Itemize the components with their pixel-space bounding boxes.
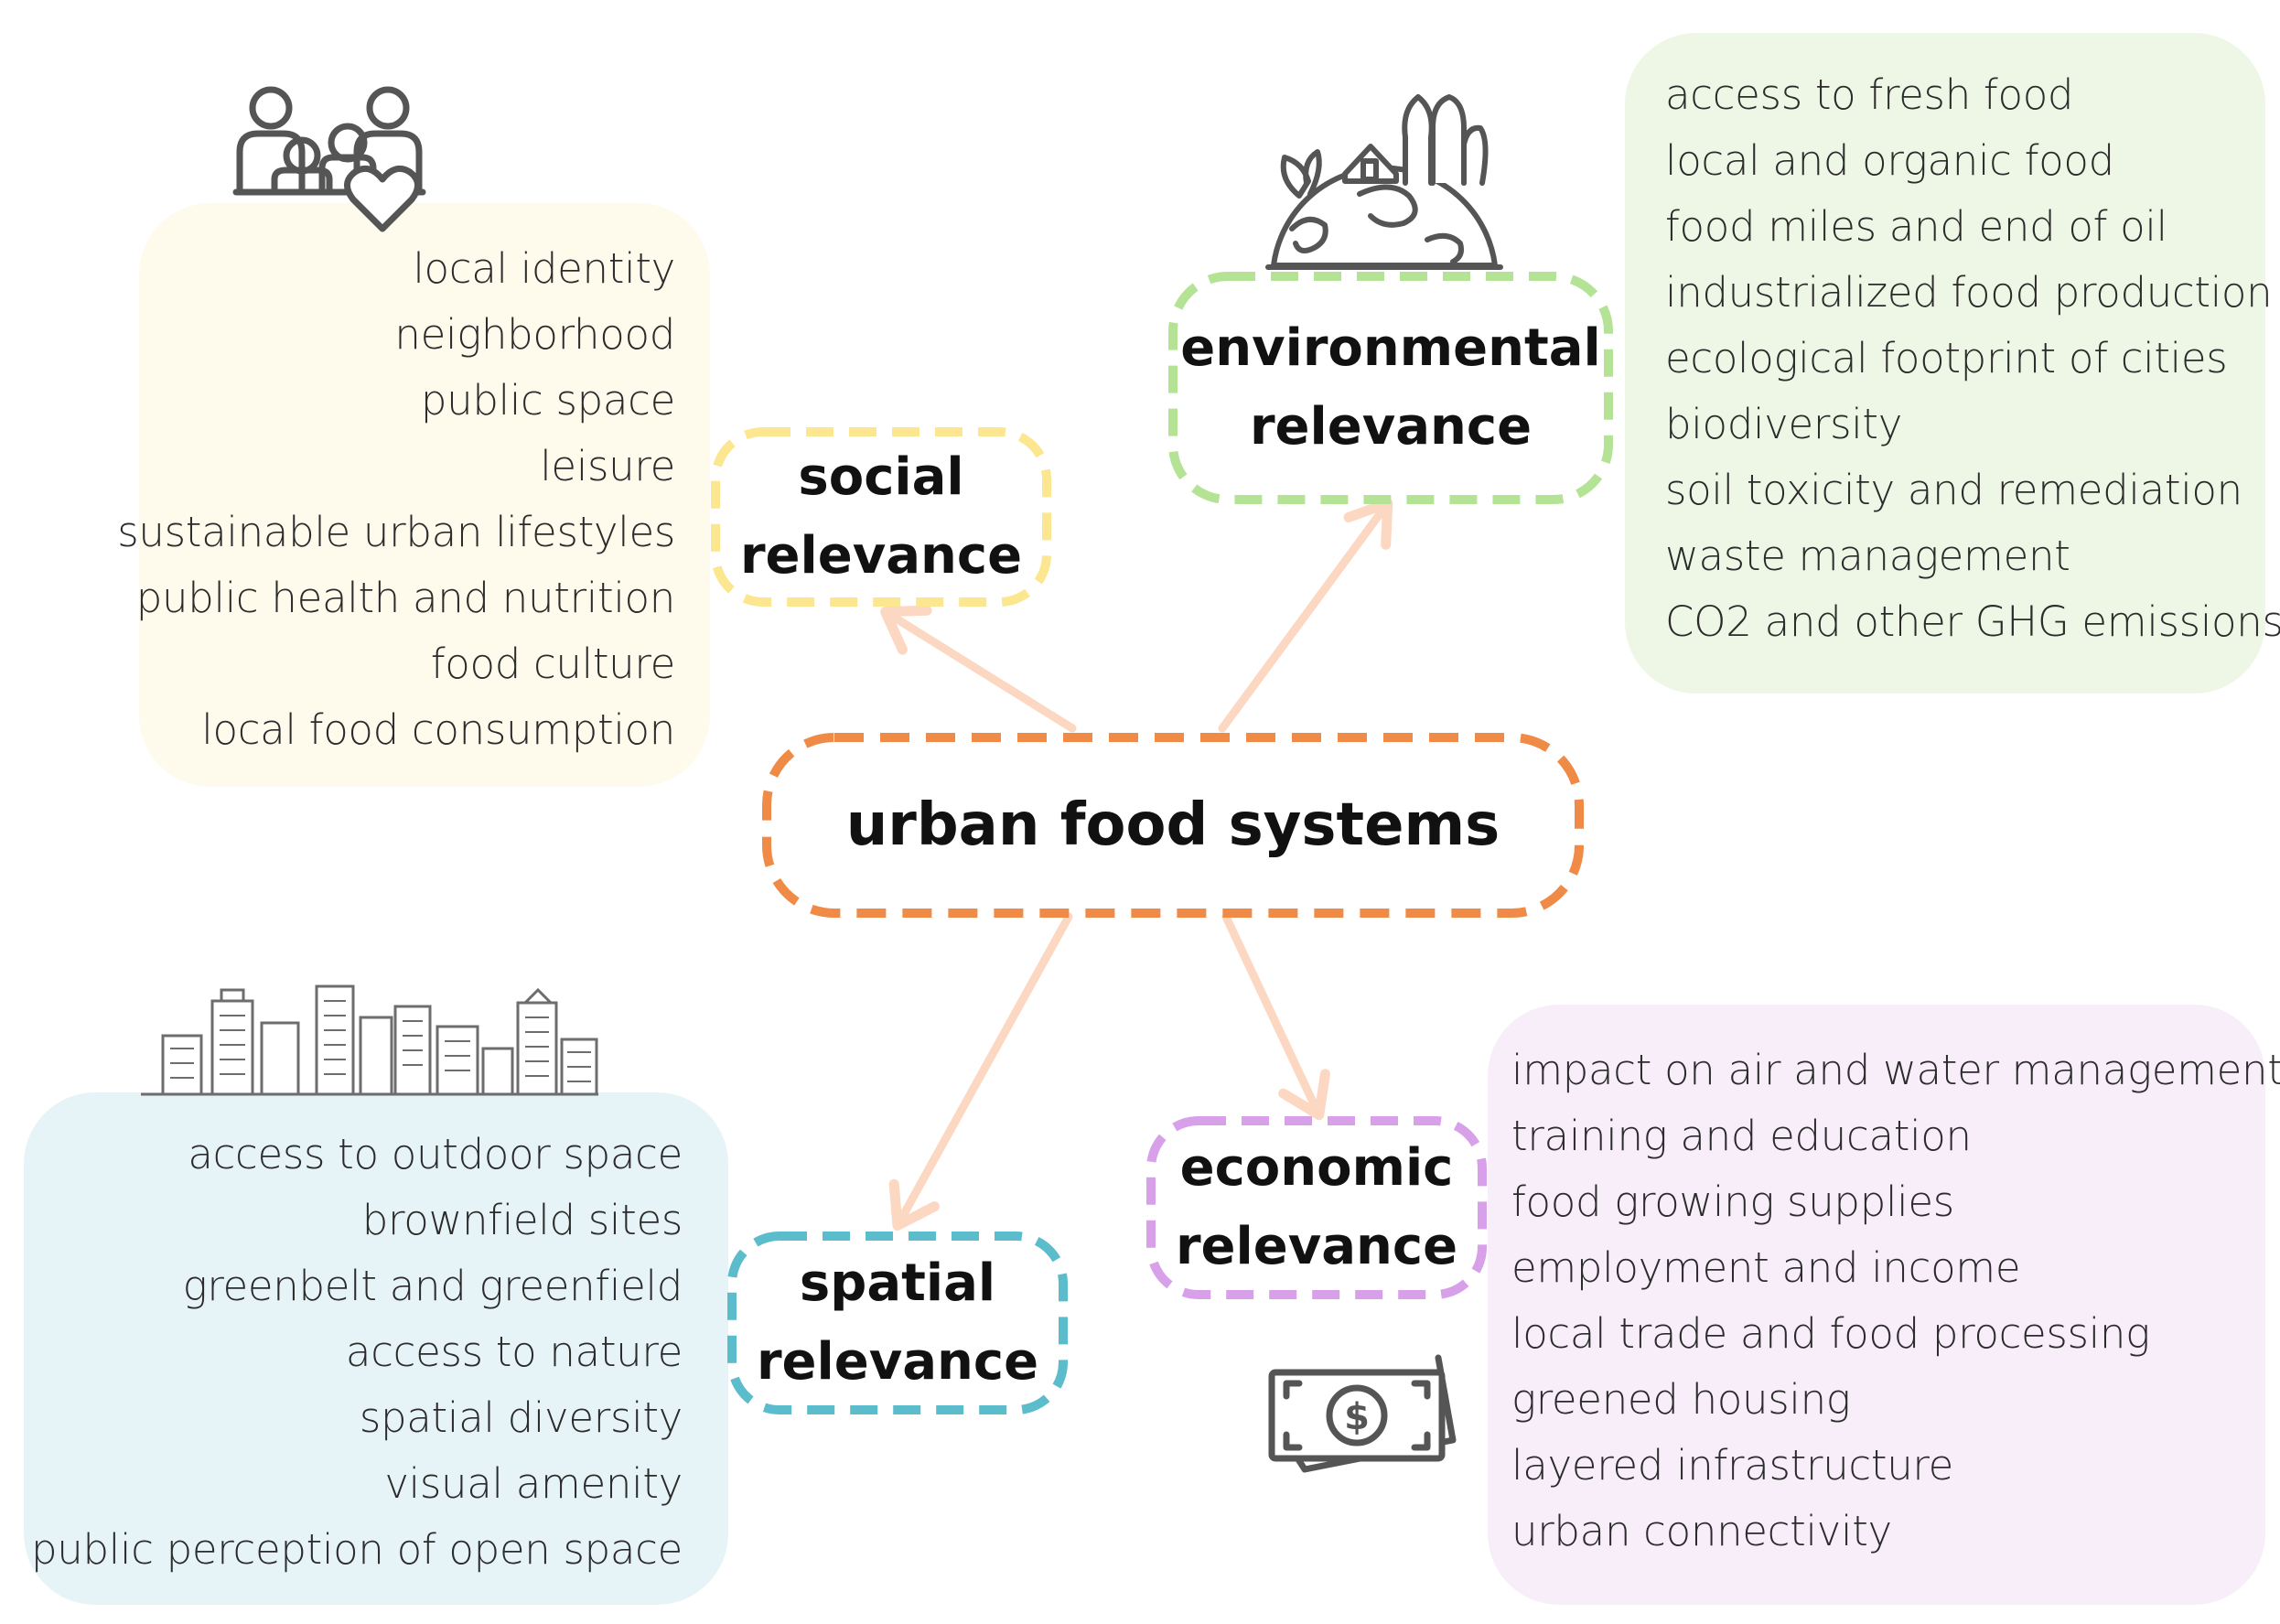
list-item: employment and income: [1511, 1243, 2021, 1292]
spatial-node-line2: relevance: [756, 1332, 1039, 1392]
list-item: biodiversity: [1665, 400, 1903, 448]
list-item: soil toxicity and remediation: [1665, 466, 2242, 514]
globe-village-icon: [1265, 94, 1503, 270]
environmental-node-line2: relevance: [1249, 397, 1533, 457]
list-item: access to fresh food: [1665, 70, 2074, 119]
list-item: industrialized food production: [1665, 268, 2273, 317]
list-item: food culture: [430, 640, 676, 688]
spatial-node: spatial relevance: [732, 1236, 1063, 1410]
environmental-list: access to fresh food local and organic f…: [1665, 62, 2280, 655]
economic-node-line2: relevance: [1175, 1217, 1458, 1276]
arrow-to-spatial: [888, 912, 1073, 1231]
list-item: leisure: [540, 442, 675, 490]
dollar-sign-glyph: $: [1344, 1396, 1370, 1438]
list-item: public health and nutrition: [135, 574, 676, 622]
arrows: [880, 498, 1393, 1231]
center-node: urban food systems: [767, 737, 1579, 913]
list-item: neighborhood: [394, 310, 675, 359]
list-item: food miles and end of oil: [1665, 202, 2167, 251]
list-item: greened housing: [1511, 1375, 1851, 1424]
list-item: impact on air and water management: [1511, 1046, 2280, 1094]
list-item: spatial diversity: [359, 1393, 683, 1442]
list-item: ecological footprint of cities: [1665, 334, 2228, 382]
economic-node-line1: economic: [1179, 1138, 1454, 1198]
list-item: food growing supplies: [1511, 1178, 1954, 1226]
social-list: local identity neighborhood public space…: [117, 236, 675, 763]
list-item: visual amenity: [384, 1459, 683, 1508]
list-item: layered infrastructure: [1511, 1441, 1954, 1490]
arrow-to-environmental: [1218, 498, 1393, 733]
list-item: public perception of open space: [31, 1525, 683, 1574]
list-item: urban connectivity: [1511, 1507, 1892, 1555]
list-item: brownfield sites: [361, 1196, 683, 1244]
list-item: local identity: [413, 244, 675, 293]
list-item: waste management: [1665, 532, 2070, 580]
city-skyline-icon: [141, 984, 598, 1096]
center-node-border: [762, 733, 1584, 918]
social-node-line2: relevance: [739, 526, 1023, 586]
list-item: greenbelt and greenfield: [182, 1262, 683, 1310]
list-item: local trade and food processing: [1511, 1309, 2150, 1358]
arrow-to-economic: [1221, 912, 1330, 1121]
spatial-node-line1: spatial: [799, 1253, 996, 1313]
social-node-line1: social: [798, 447, 964, 507]
economic-panel: impact on air and water management train…: [1488, 1005, 2280, 1605]
family-heart-icon: [232, 86, 426, 232]
environmental-node-border: [1168, 272, 1613, 504]
social-node-border: [711, 427, 1051, 607]
center-node-label: urban food systems: [845, 791, 1500, 859]
economic-node: economic relevance: [1151, 1121, 1482, 1295]
list-item: access to nature: [345, 1328, 683, 1376]
economic-list: impact on air and water management train…: [1511, 1038, 2280, 1565]
list-item: local and organic food: [1665, 136, 2114, 185]
social-panel: local identity neighborhood public space…: [117, 203, 710, 787]
economic-node-border: [1146, 1116, 1487, 1299]
list-item: access to outdoor space: [188, 1130, 683, 1178]
environmental-node: environmental relevance: [1173, 276, 1608, 500]
spatial-node-border: [727, 1231, 1068, 1414]
list-item: training and education: [1511, 1112, 1972, 1160]
social-node: social relevance: [715, 432, 1047, 602]
list-item: sustainable urban lifestyles: [117, 508, 675, 556]
environmental-panel: access to fresh food local and organic f…: [1625, 33, 2280, 694]
environmental-node-line1: environmental: [1180, 318, 1601, 378]
arrow-to-social: [880, 605, 1077, 733]
spatial-panel: access to outdoor space brownfield sites…: [24, 1092, 728, 1605]
list-item: public space: [420, 376, 675, 425]
spatial-list: access to outdoor space brownfield sites…: [31, 1122, 683, 1583]
list-item: local food consumption: [201, 705, 675, 754]
list-item: CO2 and other GHG emissions: [1665, 597, 2280, 646]
dollar-bill-icon: [1268, 1354, 1457, 1473]
